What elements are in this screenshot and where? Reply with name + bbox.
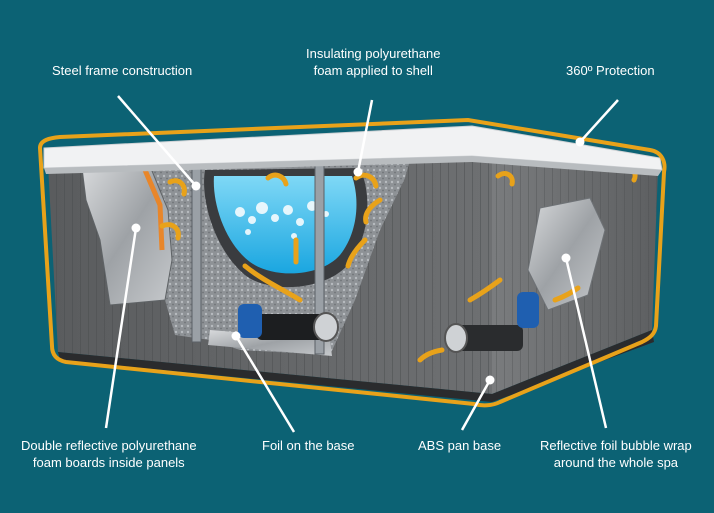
reflective-foam-boards bbox=[81, 165, 173, 306]
label-bubble-wrap: Reflective foil bubble wrap around the w… bbox=[540, 438, 692, 470]
cutaway-interior bbox=[81, 160, 410, 356]
callout-dots bbox=[131, 137, 585, 385]
pump-left bbox=[238, 304, 339, 342]
label-reflective-boards: Double reflective polyurethane foam boar… bbox=[21, 438, 197, 470]
pump-right bbox=[444, 292, 539, 353]
label-foil-base: Foil on the base bbox=[262, 438, 355, 453]
label-steel-frame: Steel frame construction bbox=[52, 63, 193, 78]
abs-pan-base bbox=[58, 330, 654, 402]
spa-lid bbox=[43, 125, 663, 176]
label-insulating-foam: Insulating polyurethane foam applied to … bbox=[306, 46, 441, 78]
label-360-protection: 360º Protection bbox=[566, 63, 655, 78]
callout-lines bbox=[104, 95, 619, 433]
protection-outline bbox=[37, 117, 667, 408]
label-abs-pan: ABS pan base bbox=[418, 438, 502, 453]
